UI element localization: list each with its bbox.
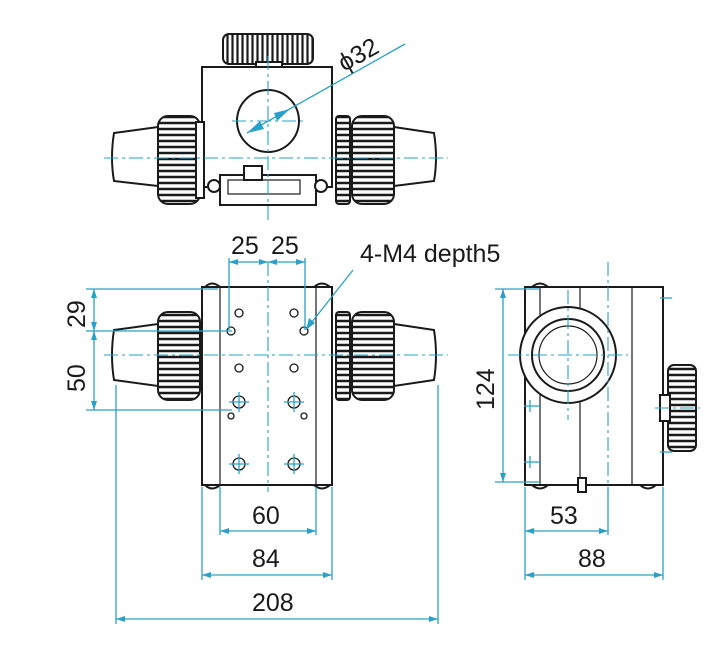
left-thimble xyxy=(157,115,201,205)
hole-spacing-right-label: 25 xyxy=(271,232,299,260)
left-sleeve xyxy=(195,121,205,199)
hole xyxy=(289,308,299,318)
right-collar xyxy=(335,115,351,205)
top-offset-label: 29 xyxy=(63,300,91,328)
clamp-bar xyxy=(227,179,301,195)
clamp-tab xyxy=(243,165,263,181)
hole-callout-label: 4-M4 depth5 xyxy=(360,240,500,268)
screw-right xyxy=(314,179,328,193)
hole xyxy=(227,412,235,420)
hole xyxy=(299,326,309,336)
hole xyxy=(234,363,244,373)
plan-body xyxy=(201,286,333,486)
side-view: 124 53 88 xyxy=(472,262,700,580)
base-hole-span-label: 60 xyxy=(252,502,280,530)
side-depth-label: 88 xyxy=(578,545,606,573)
left-thimble-cap xyxy=(111,125,159,188)
front-view: ϕ32 xyxy=(104,32,448,220)
plan-view: 25 25 4-M4 depth5 29 50 60 84 xyxy=(63,232,500,624)
hole xyxy=(289,363,299,373)
hole xyxy=(234,308,244,318)
hole-pitch-label: 50 xyxy=(63,364,91,392)
bore-diameter-label: ϕ32 xyxy=(333,32,383,77)
right-thimble-cap xyxy=(393,125,437,188)
screw-left xyxy=(207,179,221,193)
side-center-label: 53 xyxy=(550,502,578,530)
side-height-label: 124 xyxy=(472,368,500,410)
plan-left-thimble xyxy=(157,311,201,401)
plan-right-collar xyxy=(335,311,351,401)
hole xyxy=(300,412,308,420)
hole-spacing-left-label: 25 xyxy=(231,232,259,260)
body-width-label: 84 xyxy=(252,545,280,573)
overall-width-label: 208 xyxy=(252,589,294,617)
plan-right-thimble xyxy=(351,311,395,401)
right-thimble xyxy=(351,115,395,205)
